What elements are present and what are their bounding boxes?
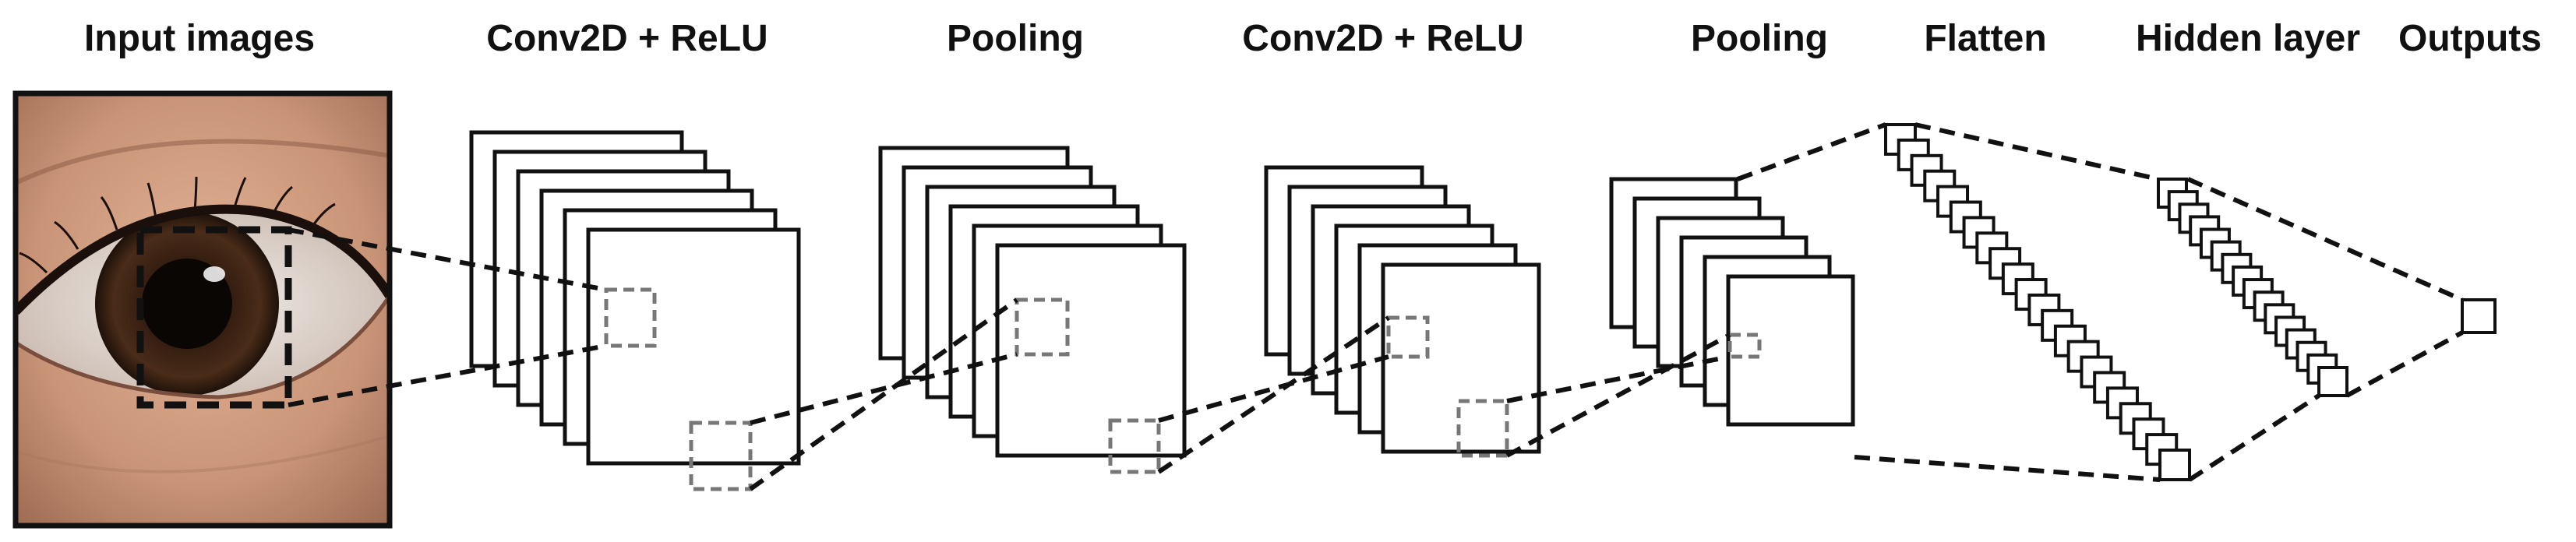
pool2-map-6	[1726, 274, 1855, 427]
input-region-box	[136, 226, 292, 409]
connector-3	[749, 297, 1018, 491]
label-hidden-layer: Hidden layer	[2135, 18, 2361, 59]
hidden-unit-16	[2317, 366, 2348, 397]
pool1-map-6	[995, 243, 1187, 458]
connector-2	[288, 343, 607, 407]
flatten-units	[1884, 123, 2191, 481]
dashed-connectors	[288, 122, 2464, 491]
connector-14	[2345, 330, 2464, 398]
label-conv2: Conv2D + ReLU	[1242, 18, 1524, 59]
flatten-unit-22	[2158, 449, 2191, 481]
conv1-kernel-large	[689, 421, 753, 491]
conv1-feature-maps	[469, 130, 801, 466]
connector-5	[1157, 315, 1390, 474]
conv1-kernel-small	[604, 287, 657, 348]
output-unit-1	[2461, 298, 2497, 334]
conv2-map-6	[1381, 262, 1541, 454]
connector-1	[288, 227, 607, 292]
connector-11	[1914, 122, 2159, 181]
conv2-feature-maps	[1264, 165, 1541, 454]
connector-9	[1736, 122, 1887, 181]
input-eye-photo	[12, 90, 393, 529]
connector-10	[1854, 455, 2161, 482]
pool1-feature-maps	[878, 146, 1187, 458]
label-outputs: Outputs	[2398, 18, 2542, 59]
receptive-field-boxes	[604, 287, 1762, 491]
label-pool2: Pooling	[1691, 18, 1828, 59]
connector-6	[1158, 354, 1389, 423]
connector-7	[1505, 333, 1731, 458]
hidden-layer-units	[2157, 178, 2348, 397]
connector-12	[2188, 393, 2320, 482]
label-input-images: Input images	[83, 18, 316, 59]
label-flatten: Flatten	[1924, 18, 2047, 59]
conv2-kernel-large	[1456, 399, 1509, 458]
connector-8	[1506, 354, 1731, 403]
label-conv1: Conv2D + ReLU	[486, 18, 768, 59]
connector-4	[750, 352, 1018, 425]
conv2-kernel-small	[1386, 315, 1430, 359]
pool2-feature-maps	[1609, 177, 1855, 427]
pool1-kernel-small	[1015, 297, 1070, 357]
connector-13	[2186, 177, 2464, 302]
pool2-kernel	[1727, 333, 1762, 359]
output-unit	[2461, 298, 2497, 334]
pool1-kernel-large	[1108, 418, 1161, 474]
label-pool1: Pooling	[947, 18, 1084, 59]
